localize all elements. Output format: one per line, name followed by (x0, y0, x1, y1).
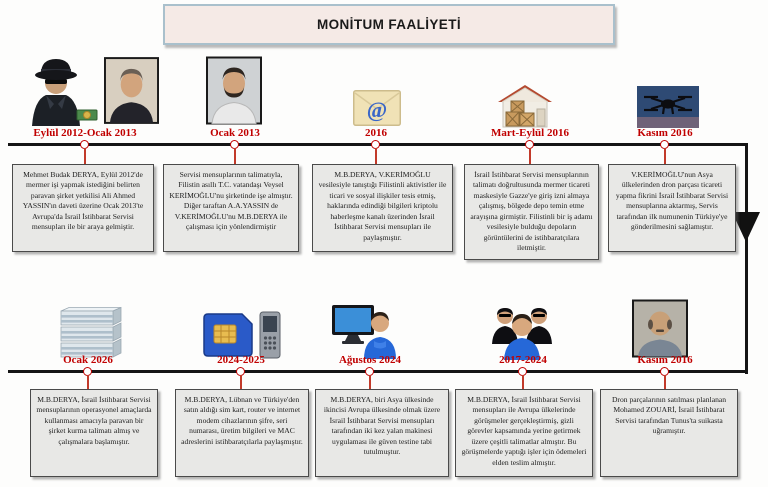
event-stem (240, 375, 242, 390)
event-box: İsrail İstihbarat Servisi mensuplarının … (464, 164, 599, 260)
event-box: M.B.DERYA, biri Asya ülkesinde ikincisi … (315, 389, 449, 477)
event-box: Servisi mensuplarının talimatıyla, Filis… (163, 164, 299, 252)
event-date: Kasım 2016 (637, 354, 693, 366)
people-group-icon (490, 304, 554, 360)
event-date: Ocak 2013 (210, 127, 260, 139)
flow-arrow-down-icon (732, 212, 760, 242)
marble-blocks-icon (55, 306, 127, 358)
spy-icon (20, 54, 92, 126)
page-title: MONİTUM FAALİYETİ (316, 17, 462, 32)
computer-user-icon (330, 301, 400, 359)
portrait-photo (206, 56, 262, 125)
event-stem (375, 148, 377, 165)
event-box: V.KERİMOĞLU'nun Asya ülkelerinden dron p… (608, 164, 736, 252)
email-icon: @ (353, 90, 401, 126)
event-stem (522, 375, 524, 390)
portrait-photo (104, 56, 159, 125)
event-date: Mart-Eylül 2016 (491, 127, 569, 139)
event-box: Mehmet Budak DERYA, Eylül 2012'de mermer… (12, 164, 154, 252)
money-icon (76, 106, 98, 122)
phone-icon (259, 311, 281, 359)
event-stem (529, 148, 531, 165)
warehouse-icon (494, 82, 556, 128)
title-box: MONİTUM FAALİYETİ (163, 4, 615, 45)
event-box: M.B.DERYA, İsrail İstihbarat Servisi men… (30, 389, 158, 477)
event-box: Dron parçalarının satılması planlanan Mo… (600, 389, 738, 477)
event-date: Ağustos 2024 (338, 354, 402, 366)
timeline-line-right (744, 143, 748, 374)
event-stem (87, 375, 89, 390)
event-stem (664, 148, 666, 165)
event-date: 2024-2025 (217, 354, 265, 366)
event-stem (369, 375, 371, 390)
event-stem (234, 148, 236, 165)
portrait-photo (632, 299, 688, 358)
event-date: 2016 (365, 127, 387, 139)
drone-icon (637, 86, 699, 128)
event-box: M.B.DERYA, V.KERİMOĞLU vesilesiyle tanış… (312, 164, 453, 252)
sim-card-icon (200, 310, 282, 360)
event-stem (664, 375, 666, 390)
event-date: 2017-2024 (499, 354, 547, 366)
event-date: Eylül 2012-Ocak 2013 (33, 127, 137, 139)
svg-text:@: @ (367, 97, 387, 122)
timeline-line-bottom (8, 370, 748, 374)
event-stem (84, 148, 86, 165)
event-date: Kasım 2016 (637, 127, 693, 139)
event-date: Ocak 2026 (63, 354, 113, 366)
event-box: M.B.DERYA, Lübnan ve Türkiye'den satın a… (175, 389, 309, 477)
event-box: M.B.DERYA, İsrail İstihbarat Servisi men… (455, 389, 593, 477)
